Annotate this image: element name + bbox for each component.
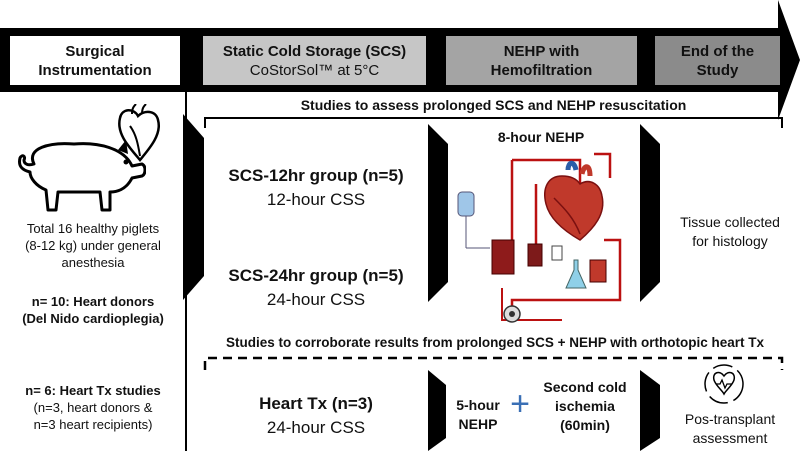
chevron-arrow	[183, 114, 204, 300]
text-line: for histology	[692, 233, 768, 249]
phase-label-scs: Static Cold Storage (SCS) CoStorSol™ at …	[203, 36, 426, 85]
text-line: assessment	[692, 430, 768, 446]
phase-box-surgical	[10, 36, 180, 85]
heart-tx-studies-text: n= 6: Heart Tx studies (n=3, heart donor…	[0, 382, 186, 433]
text-line: ischemia	[555, 398, 615, 414]
phase-line2: CoStorSol™ at 5°C	[249, 61, 380, 79]
nehp-8h-title: 8-hour NEHP	[497, 129, 585, 145]
heart-monitor-icon	[704, 364, 744, 404]
phase-box-end	[655, 36, 780, 85]
phase-line1: Surgical	[65, 42, 125, 60]
phase-line2: Instrumentation	[38, 61, 152, 79]
text-line: n= 10: Heart donors	[31, 294, 155, 309]
group-scs12-title: SCS-12hr group (n=5)	[228, 166, 404, 185]
text-line: (60min)	[560, 417, 610, 433]
group-scs12-sub: 12-hour CSS	[266, 190, 366, 209]
phase-line2: Hemofiltration	[490, 61, 593, 79]
nehp-5h-text: 5-hour NEHP	[448, 396, 508, 434]
text-line: 5-hour	[456, 397, 500, 413]
total-piglets-text: Total 16 healthy piglets (8-12 kg) under…	[0, 220, 186, 271]
text-line: Tissue collected	[680, 214, 780, 230]
text-line: (8-12 kg) under general	[25, 238, 161, 253]
text-line: n= 6: Heart Tx studies	[25, 383, 161, 398]
phase-box-nehp	[446, 36, 637, 85]
text-line: anesthesia	[61, 255, 125, 270]
phase-line1: NEHP with	[503, 42, 580, 60]
end-histology-text: Tissue collected for histology	[660, 213, 800, 251]
heart-donors-text: n= 10: Heart donors (Del Nido cardiopleg…	[0, 293, 186, 327]
group-scs24-sub: 24-hour CSS	[266, 290, 366, 309]
text-line: (Del Nido cardioplegia)	[22, 311, 164, 326]
text-line: Pos-transplant	[684, 411, 776, 427]
nehp-circuit-illustration	[450, 148, 630, 328]
phase-line1: End of the	[680, 42, 755, 60]
text-line: NEHP	[458, 416, 498, 432]
plus-icon: +	[510, 385, 530, 423]
phase-box-scs	[203, 36, 426, 85]
phase-label-end: End of the Study	[655, 36, 780, 85]
phase-label-surgical: Surgical Instrumentation	[10, 36, 180, 85]
phase-line1: Static Cold Storage (SCS)	[222, 42, 407, 60]
group-scs24-title: SCS-24hr group (n=5)	[228, 266, 404, 285]
text-line: n=3 heart recipients)	[33, 417, 153, 432]
heart-tx-title: Heart Tx (n=3)	[259, 394, 373, 413]
phase-line2: Study	[696, 61, 739, 79]
heart-tx-sub: 24-hour CSS	[266, 418, 366, 437]
study2-header: Studies to corroborate results from prol…	[226, 335, 764, 350]
text-line: Total 16 healthy piglets	[26, 221, 160, 236]
study1-header: Studies to assess prolonged SCS and NEHP…	[300, 97, 687, 113]
second-cold-ischemia-text: Second cold ischemia (60min)	[530, 378, 640, 435]
phase-label-nehp: NEHP with Hemofiltration	[446, 36, 637, 85]
pos-transplant-text: Pos-transplant assessment	[660, 410, 800, 448]
text-line: (n=3, heart donors &	[33, 400, 153, 415]
text-line: Second cold	[543, 379, 627, 395]
heart-icon	[118, 104, 161, 162]
